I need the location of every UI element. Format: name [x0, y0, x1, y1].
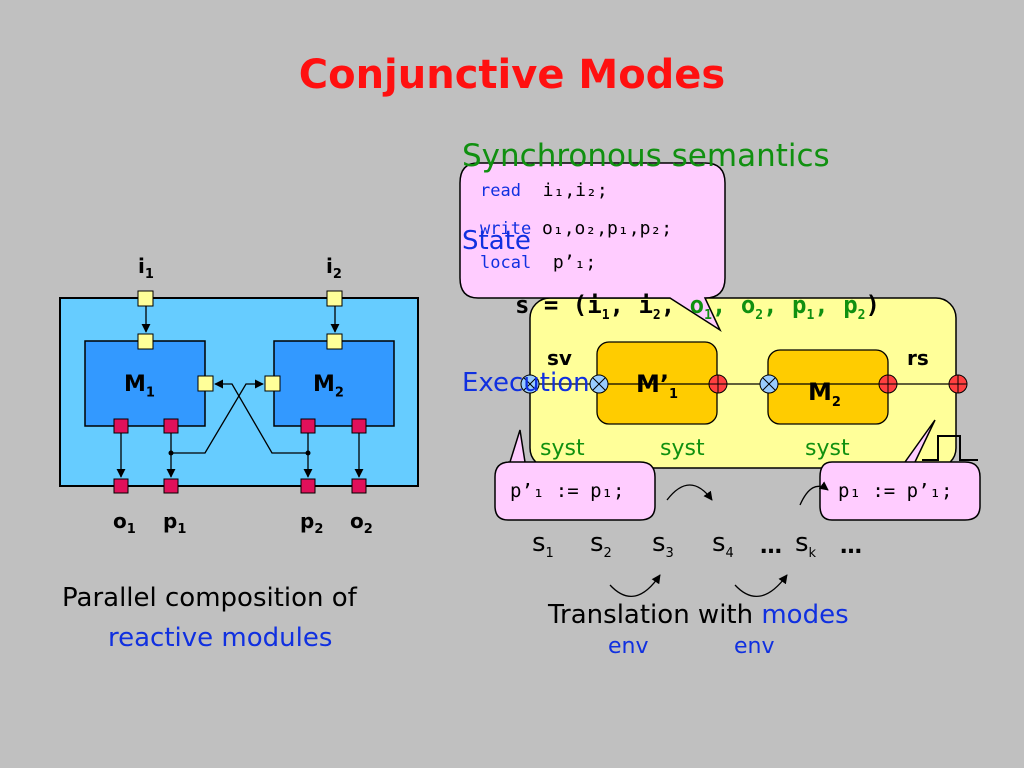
- module-output-port-p1: [163, 418, 179, 434]
- env-label-1: env: [608, 634, 649, 659]
- ellipsis-1: …: [760, 534, 782, 559]
- env-label-2: env: [734, 634, 775, 659]
- callout-right: [819, 419, 981, 521]
- output-port-p2: [300, 478, 316, 494]
- ellipsis-2: …: [840, 534, 862, 559]
- state-s4: s4: [712, 528, 734, 562]
- left-caption-line2: reactive modules: [108, 623, 333, 653]
- callout-left: [494, 429, 656, 521]
- state-label: State: [462, 226, 531, 256]
- module-input-port-m2: [326, 333, 343, 350]
- left-caption-line1: Parallel composition of: [62, 583, 357, 613]
- syst-label-2: syst: [660, 436, 705, 461]
- right-caption: Translation with modes: [548, 600, 849, 630]
- execution-label: Execution: [462, 368, 590, 398]
- output-port-p1: [163, 478, 179, 494]
- side-port-m2: [264, 375, 281, 392]
- label-m1: M1: [124, 372, 155, 401]
- state-s2: s2: [590, 528, 612, 562]
- callout-right-text: p₁ := p’₁;: [838, 480, 953, 502]
- module-output-port-p2: [300, 418, 316, 434]
- label-m2: M2: [313, 372, 344, 401]
- module-m2-box: [273, 340, 395, 427]
- state-s1: s1: [532, 528, 554, 562]
- callout-left-text: p’₁ := p₁;: [510, 480, 625, 502]
- label-p1: p1: [163, 509, 187, 537]
- state-sk: sk: [795, 528, 817, 562]
- output-port-o2: [351, 478, 367, 494]
- synchronous-heading: Synchronous semantics: [462, 138, 830, 174]
- module-input-port-m1: [137, 333, 154, 350]
- module-output-port-o2: [351, 418, 367, 434]
- syst-label-3: syst: [805, 436, 850, 461]
- mode-m2-label: M2: [808, 378, 841, 410]
- input-port-i2: [326, 290, 343, 307]
- input-port-i1: [137, 290, 154, 307]
- decl-local: local p’₁;: [480, 252, 597, 273]
- decl-read: read i₁,i₂;: [480, 180, 608, 201]
- syst-label-1: syst: [540, 436, 585, 461]
- decl-write: write o₁,o₂,p₁,p₂;: [480, 218, 673, 239]
- module-output-port-o1: [113, 418, 129, 434]
- rs-label: rs: [907, 346, 929, 370]
- page-title: Conjunctive Modes: [298, 52, 726, 98]
- sv-label: sv: [547, 346, 572, 370]
- label-i2: i2: [326, 254, 342, 282]
- state-equation: s = (i1, i2, o1, o2, p1, p2): [515, 291, 880, 323]
- label-p2: p2: [300, 509, 324, 537]
- declaration-callout: [459, 162, 726, 333]
- mode-m1-label: M’1: [636, 370, 679, 402]
- side-port-m1: [197, 375, 214, 392]
- label-o2: o2: [350, 509, 373, 537]
- connector-nodes: [520, 374, 968, 394]
- state-s3: s3: [652, 528, 674, 562]
- label-i1: i1: [138, 254, 154, 282]
- label-o1: o1: [113, 509, 136, 537]
- pulse-icon: [922, 435, 978, 461]
- output-port-o1: [113, 478, 129, 494]
